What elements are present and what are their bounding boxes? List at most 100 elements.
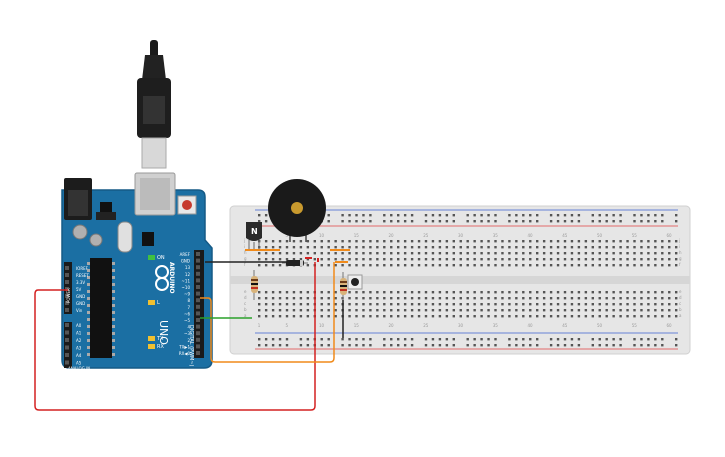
breadboard-hole[interactable] (542, 252, 546, 255)
breadboard-hole[interactable] (292, 315, 296, 318)
breadboard-hole[interactable] (348, 291, 351, 294)
breadboard-hole[interactable] (480, 264, 483, 267)
breadboard-hole[interactable] (341, 246, 344, 249)
breadboard-hole[interactable] (529, 246, 532, 249)
breadboard-hole[interactable] (570, 264, 574, 267)
breadboard-hole[interactable] (598, 240, 601, 243)
breadboard-hole[interactable] (258, 315, 261, 318)
breadboard-hole[interactable] (570, 315, 574, 318)
breadboard-hole[interactable] (403, 297, 407, 300)
breadboard-hole[interactable] (445, 220, 449, 223)
breadboard-hole[interactable] (355, 315, 358, 318)
breadboard-hole[interactable] (278, 252, 282, 255)
breadboard-hole[interactable] (376, 297, 379, 300)
breadboard-hole[interactable] (654, 240, 657, 243)
breadboard-hole[interactable] (390, 297, 393, 300)
breadboard-hole[interactable] (355, 214, 358, 217)
breadboard-hole[interactable] (612, 344, 615, 347)
breadboard-hole[interactable] (320, 252, 323, 255)
breadboard-hole[interactable] (403, 315, 407, 318)
breadboard-hole[interactable] (549, 220, 553, 223)
header-pin[interactable] (65, 294, 69, 298)
breadboard-hole[interactable] (654, 338, 657, 341)
breadboard-hole[interactable] (480, 344, 483, 347)
breadboard-hole[interactable] (313, 240, 316, 243)
breadboard-hole[interactable] (633, 214, 636, 217)
breadboard-hole[interactable] (675, 246, 678, 249)
header-pin[interactable] (196, 252, 200, 256)
breadboard-hole[interactable] (264, 264, 268, 267)
breadboard-hole[interactable] (410, 220, 414, 223)
breadboard-hole[interactable] (542, 258, 546, 261)
breadboard-hole[interactable] (445, 240, 449, 243)
breadboard-hole[interactable] (570, 297, 574, 300)
breadboard-hole[interactable] (487, 309, 490, 312)
breadboard-hole[interactable] (445, 338, 449, 341)
breadboard-hole[interactable] (584, 303, 588, 306)
breadboard-hole[interactable] (605, 344, 608, 347)
breadboard-hole[interactable] (591, 338, 594, 341)
breadboard-hole[interactable] (452, 344, 455, 347)
breadboard-hole[interactable] (661, 309, 664, 312)
breadboard-hole[interactable] (633, 264, 636, 267)
breadboard-hole[interactable] (494, 214, 497, 217)
breadboard-hole[interactable] (556, 303, 560, 306)
breadboard-hole[interactable] (264, 246, 268, 249)
breadboard-hole[interactable] (640, 240, 643, 243)
header-pin[interactable] (196, 291, 200, 296)
breadboard-hole[interactable] (264, 291, 268, 294)
breadboard-hole[interactable] (647, 297, 650, 300)
breadboard-hole[interactable] (508, 240, 511, 243)
header-pin[interactable] (65, 280, 69, 284)
breadboard-hole[interactable] (466, 303, 469, 306)
breadboard-hole[interactable] (362, 258, 365, 261)
header-pin[interactable] (196, 304, 200, 309)
breadboard-hole[interactable] (487, 297, 490, 300)
breadboard-hole[interactable] (480, 303, 483, 306)
breadboard-hole[interactable] (633, 338, 636, 341)
breadboard-hole[interactable] (390, 252, 393, 255)
breadboard-hole[interactable] (542, 264, 546, 267)
breadboard-hole[interactable] (626, 246, 629, 249)
breadboard-hole[interactable] (661, 264, 664, 267)
breadboard-hole[interactable] (278, 264, 282, 267)
breadboard-hole[interactable] (508, 344, 511, 347)
breadboard-hole[interactable] (341, 264, 344, 267)
breadboard-hole[interactable] (348, 252, 351, 255)
breadboard-hole[interactable] (536, 309, 539, 312)
breadboard-hole[interactable] (278, 309, 282, 312)
breadboard-hole[interactable] (515, 246, 518, 249)
breadboard-hole[interactable] (640, 297, 643, 300)
breadboard-hole[interactable] (369, 252, 372, 255)
breadboard-hole[interactable] (417, 303, 421, 306)
breadboard-hole[interactable] (355, 291, 358, 294)
breadboard-hole[interactable] (675, 258, 678, 261)
breadboard-hole[interactable] (431, 344, 435, 347)
breadboard-hole[interactable] (522, 264, 525, 267)
breadboard-hole[interactable] (515, 338, 518, 341)
breadboard-hole[interactable] (584, 264, 588, 267)
breadboard-hole[interactable] (445, 214, 449, 217)
breadboard-hole[interactable] (285, 344, 289, 347)
breadboard-hole[interactable] (536, 264, 539, 267)
breadboard-hole[interactable] (563, 214, 567, 217)
breadboard-hole[interactable] (362, 246, 365, 249)
breadboard-hole[interactable] (355, 309, 358, 312)
breadboard-hole[interactable] (577, 246, 581, 249)
breadboard-hole[interactable] (591, 258, 594, 261)
breadboard-hole[interactable] (549, 344, 553, 347)
breadboard-hole[interactable] (536, 240, 539, 243)
breadboard-hole[interactable] (292, 246, 296, 249)
breadboard-hole[interactable] (397, 297, 400, 300)
breadboard-hole[interactable] (529, 214, 532, 217)
breadboard-hole[interactable] (494, 338, 497, 341)
breadboard-hole[interactable] (515, 214, 518, 217)
breadboard-hole[interactable] (320, 303, 323, 306)
breadboard-hole[interactable] (355, 338, 358, 341)
breadboard-hole[interactable] (563, 240, 567, 243)
breadboard-hole[interactable] (661, 252, 664, 255)
breadboard-hole[interactable] (424, 246, 428, 249)
breadboard-hole[interactable] (334, 252, 337, 255)
breadboard-hole[interactable] (313, 246, 316, 249)
